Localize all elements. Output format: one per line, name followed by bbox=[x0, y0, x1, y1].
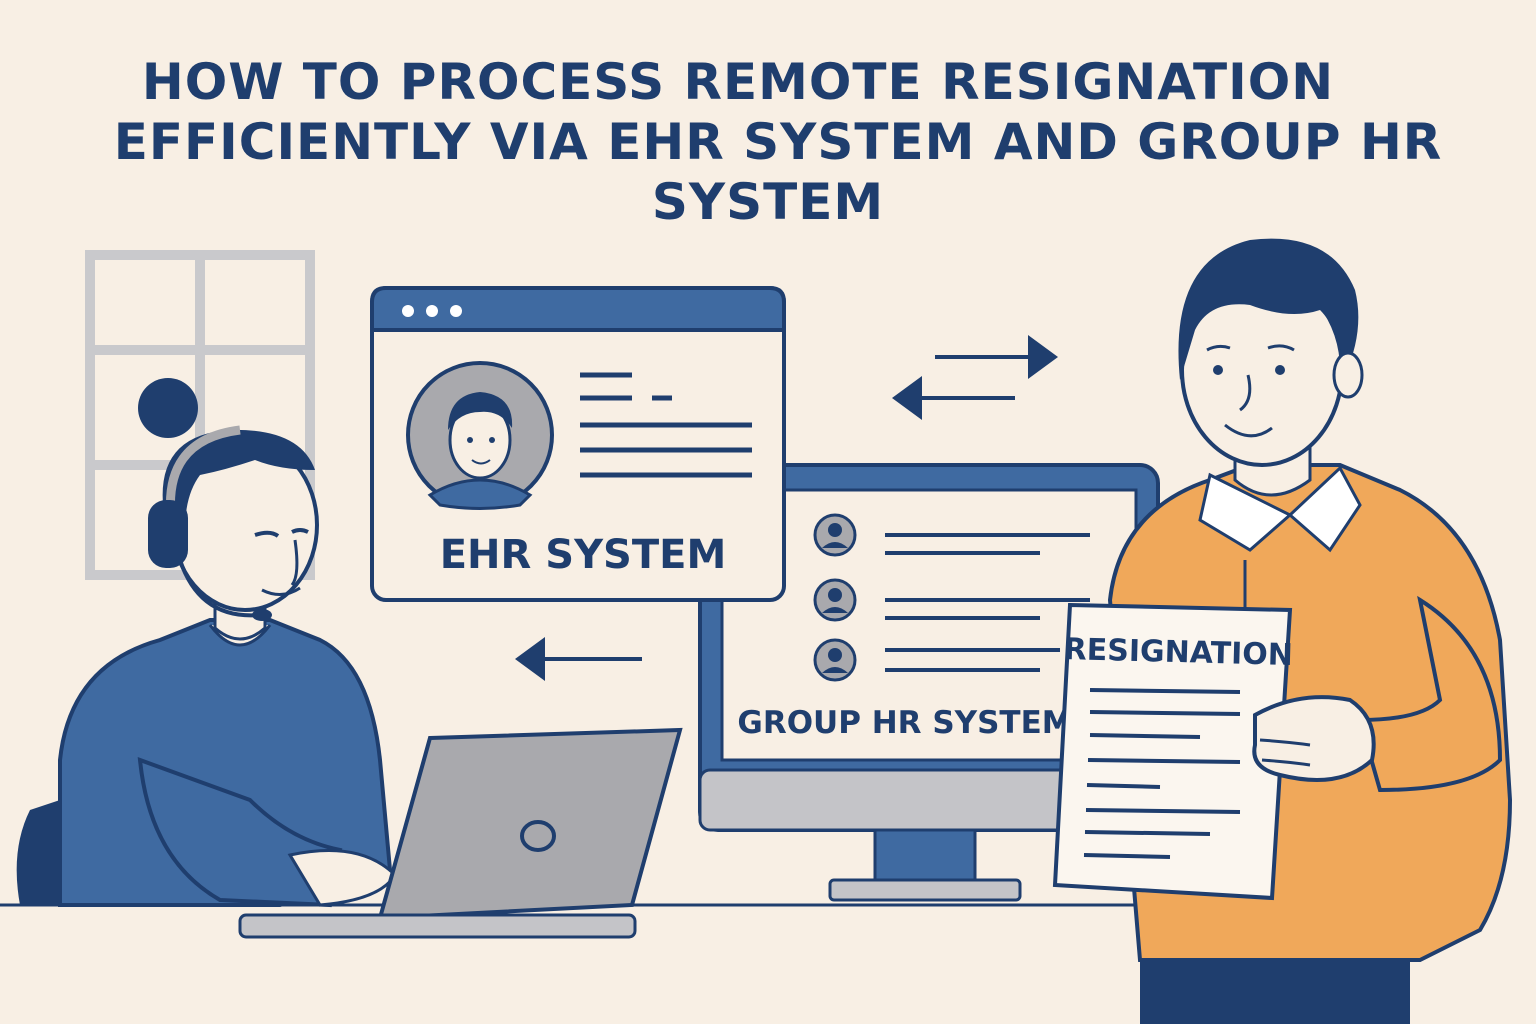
window-dots-icon bbox=[402, 305, 462, 317]
page-title: HOW TO PROCESS REMOTE RESIGNATION EFFICI… bbox=[0, 52, 1536, 232]
support-woman bbox=[16, 378, 397, 908]
arrow-right-icon bbox=[935, 335, 1058, 379]
resignation-letter: RESIGNATION bbox=[1052, 602, 1376, 901]
ehr-label: EHR SYSTEM bbox=[440, 532, 727, 578]
title-line-2: EFFICIENTLY VIA EHR SYSTEM AND GROUP HR bbox=[113, 113, 1443, 171]
letter-heading: RESIGNATION bbox=[1063, 632, 1293, 673]
profile-avatar-icon bbox=[406, 361, 554, 510]
ehr-window: EHR SYSTEM bbox=[370, 286, 786, 602]
user-avatar-icon bbox=[813, 578, 857, 622]
user-avatar-icon bbox=[813, 513, 857, 557]
arrow-left-icon bbox=[892, 376, 1015, 420]
title-line-1: HOW TO PROCESS REMOTE RESIGNATION bbox=[141, 53, 1335, 111]
user-list bbox=[813, 513, 1090, 682]
user-avatar-icon bbox=[813, 638, 857, 682]
laptop bbox=[238, 727, 683, 939]
title-line-3: SYSTEM bbox=[651, 173, 885, 231]
arrow-left-icon bbox=[515, 637, 642, 681]
group-hr-label: GROUP HR SYSTEM bbox=[737, 705, 1072, 741]
